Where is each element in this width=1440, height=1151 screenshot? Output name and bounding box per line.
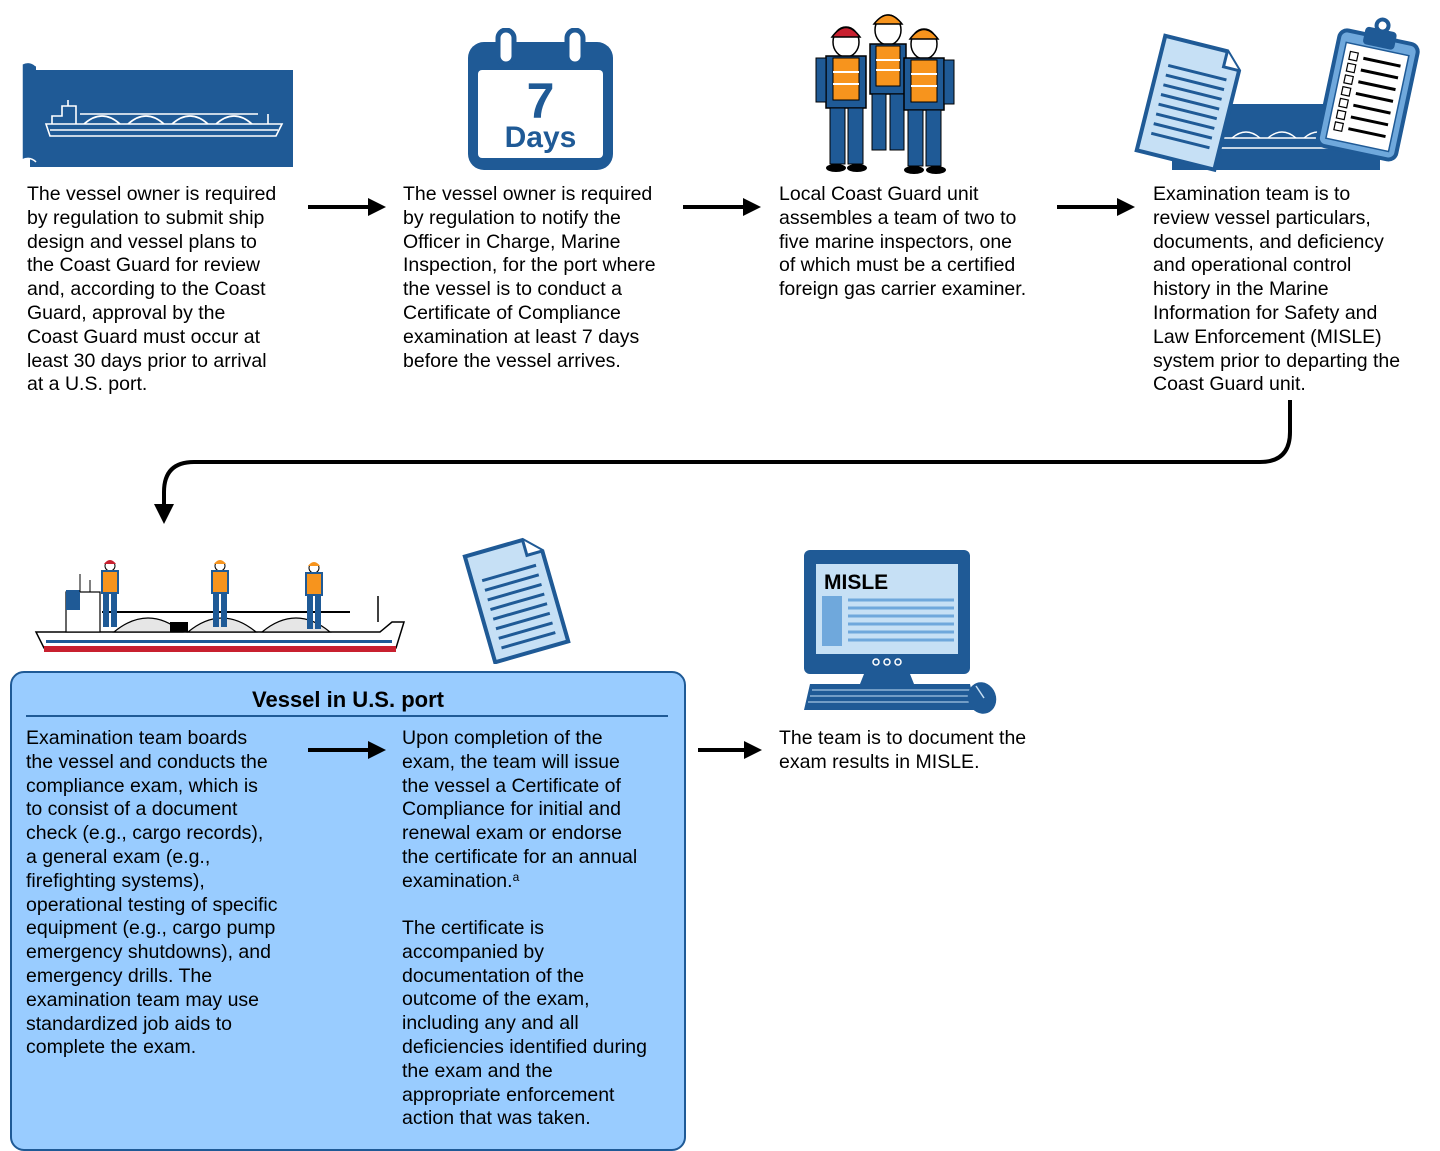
arrow-step6-to-step7 xyxy=(698,741,762,759)
documents-clipboard-icon xyxy=(1134,17,1420,173)
misle-screen-label: MISLE xyxy=(824,571,889,594)
step3-text: Local Coast Guard unit assembles a team … xyxy=(779,183,1027,301)
step4-text: Examination team is to review vessel par… xyxy=(1153,183,1401,396)
calendar-icon: 7 Days xyxy=(468,28,613,170)
step6-main-text: Upon completion of the exam, the team wi… xyxy=(402,727,638,892)
blueprint-ship-icon xyxy=(21,61,293,167)
port-box-title: Vessel in U.S. port xyxy=(252,687,444,712)
arrow-step3-to-step4 xyxy=(1057,198,1135,216)
step7-text: The team is to document the exam results… xyxy=(779,727,1027,773)
arrow-step2-to-step3 xyxy=(683,198,761,216)
calendar-days-label: Days xyxy=(504,121,577,154)
arrow-step5-to-step6 xyxy=(308,741,386,759)
inspectors-icon xyxy=(815,14,955,174)
arrow-step1-to-step2 xyxy=(308,198,386,216)
calendar-number: 7 xyxy=(526,73,555,129)
misle-computer-icon: MISLE xyxy=(804,550,1004,720)
step6-footnote: a xyxy=(512,869,520,884)
step6-text: Upon completion of the exam, the team wi… xyxy=(402,727,687,894)
lng-ship-icon xyxy=(34,560,406,652)
step2-text: The vessel owner is required by regulati… xyxy=(403,183,656,372)
step1-text: The vessel owner is required by regulati… xyxy=(27,183,277,396)
step6-certificate-text: The certificate is accompanied by docume… xyxy=(402,917,647,1130)
step5-text: Examination team boards the vessel and c… xyxy=(26,727,278,1059)
arrow-step4-to-step5 xyxy=(154,400,1292,524)
port-box-divider xyxy=(26,715,668,717)
certificate-document-icon xyxy=(462,537,571,664)
